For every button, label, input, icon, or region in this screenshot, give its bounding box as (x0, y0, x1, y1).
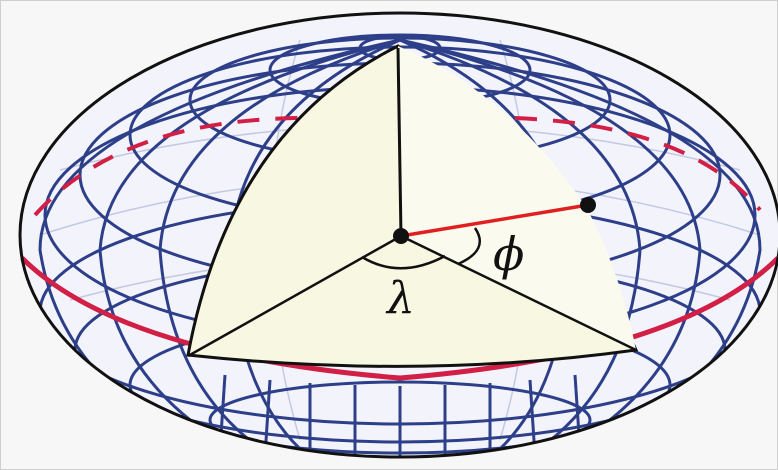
lambda-label: λ (385, 273, 415, 324)
lambda-arc (361, 254, 446, 270)
center-point (393, 228, 409, 244)
latitude-dashed (33, 116, 762, 217)
longitude-ray-right (400, 234, 637, 352)
phi-label: ϕ (493, 227, 524, 281)
radius-line (400, 203, 589, 238)
longitude-ray-left (187, 234, 402, 358)
octant-right-face (398, 46, 636, 350)
surface-point (580, 197, 596, 213)
phi-arc (457, 227, 481, 266)
polar-axis (396, 47, 403, 237)
ellipsoid-outline (18, 11, 778, 459)
equator-line (20, 256, 778, 381)
